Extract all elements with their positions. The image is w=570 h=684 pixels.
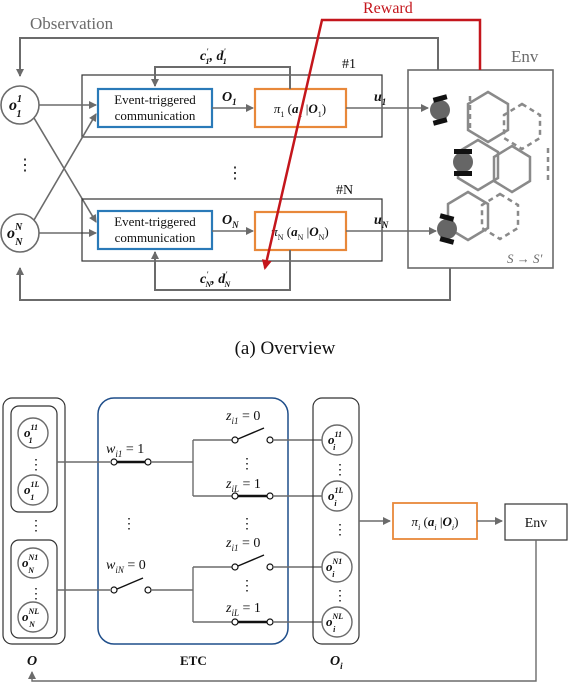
O1-label: O1: [222, 90, 237, 107]
etc-box-N-line2: communication: [115, 230, 196, 245]
policy-box-i-label: πi (ai |Oi): [412, 514, 459, 532]
uN-label: uN: [374, 213, 389, 230]
agent-N-tag: #N: [336, 183, 353, 198]
feedback-N-line: [151, 250, 291, 291]
switch-z-d: [231, 618, 274, 626]
etc-wiring: [57, 461, 110, 591]
z-b-label: ziL = 1: [225, 477, 261, 494]
z-d-label: ziL = 1: [225, 601, 261, 618]
dots-O-column: ⋮: [29, 519, 43, 534]
switch-w-iN: [110, 577, 193, 594]
obs-oNL-node: [17, 601, 49, 633]
z-c-label: zi1 = 0: [225, 536, 260, 553]
reward-line: [261, 18, 482, 270]
etc-box-N: [96, 209, 214, 251]
feedback-1-line: [151, 66, 291, 89]
agent-1-box: [81, 74, 383, 138]
agent-dots-left: ⋮: [17, 157, 33, 174]
oi-N1-node: [321, 551, 353, 583]
env-feedback-line: [28, 540, 537, 682]
reward-label: Reward: [363, 0, 413, 17]
obsN-to-etc1: [33, 113, 97, 221]
env-box-detail-label: Env: [525, 516, 548, 531]
dots-oi-upper: ⋮: [333, 463, 347, 478]
O1-group: [10, 405, 58, 513]
etc-box-1: [96, 87, 214, 129]
observation-label: Observation: [30, 14, 114, 33]
ON-label: ON: [222, 213, 239, 230]
env-label: Env: [511, 47, 539, 66]
etc-box-N-line1: Event-triggered: [114, 214, 196, 229]
etc-box-1-line1: Event-triggered: [114, 92, 196, 107]
policy-box-i: [392, 502, 478, 540]
etc-region-label: ETC: [180, 653, 207, 668]
agent-dots-middle: ⋮: [227, 165, 243, 182]
etc-region: [97, 397, 289, 645]
obs-o11-node: [17, 417, 49, 449]
oi-11-node: [321, 424, 353, 456]
robot-icon: [430, 94, 450, 126]
dots-oi-lower: ⋮: [333, 589, 347, 604]
z-a-label: zi1 = 0: [225, 409, 260, 426]
switch-z-b: [231, 492, 274, 500]
O-column: [2, 397, 66, 645]
dots-z-middle: ⋮: [240, 517, 254, 532]
obs1-to-etcN: [33, 117, 97, 223]
Oi-column-label: Oi: [330, 654, 343, 671]
oi-NL-node: [321, 606, 353, 638]
agent-1-tag: #1: [342, 57, 356, 72]
ON-group: [10, 539, 58, 639]
policy-box-N-label: πN (aN |ON): [271, 224, 329, 242]
O-column-label: O: [27, 654, 37, 669]
etc-branches: [192, 439, 232, 623]
w-iN-label: wiN = 0: [106, 558, 146, 575]
agent-N-box: [81, 198, 383, 262]
dots-oi-middle: ⋮: [333, 523, 347, 538]
obs-oN1-node: [17, 547, 49, 579]
observation-feedback-line: [16, 37, 439, 77]
observation-bottom-line: [16, 267, 451, 301]
switch-w-i1: [110, 458, 193, 466]
caption-overview: (a) Overview: [235, 338, 336, 359]
switch-z-a: [231, 427, 274, 444]
switch-z-c: [231, 554, 274, 571]
feedback-N-label: c'N, d'N: [200, 270, 231, 289]
hexagon-grid: [446, 90, 550, 242]
dots-z-upper: ⋮: [240, 457, 254, 472]
dots-oN: ⋮: [29, 587, 43, 602]
etc-box-1-line2: communication: [115, 108, 196, 123]
dots-z-lower: ⋮: [240, 579, 254, 594]
oi-1L-node: [321, 480, 353, 512]
obs-o1L-node: [17, 474, 49, 506]
robot-icon: [437, 213, 457, 245]
state-transition-label: S → S': [507, 251, 543, 266]
w-i1-label: wi1 = 1: [106, 442, 144, 459]
dots-etc-middle: ⋮: [122, 517, 136, 532]
feedback-1-label: c'1, d'1: [200, 47, 227, 66]
etc-output-lines: [273, 439, 326, 623]
policy-box-N: [253, 210, 348, 252]
u1-label: u1: [374, 90, 386, 107]
dots-o1: ⋮: [29, 458, 43, 473]
robot-icon: [453, 149, 473, 176]
